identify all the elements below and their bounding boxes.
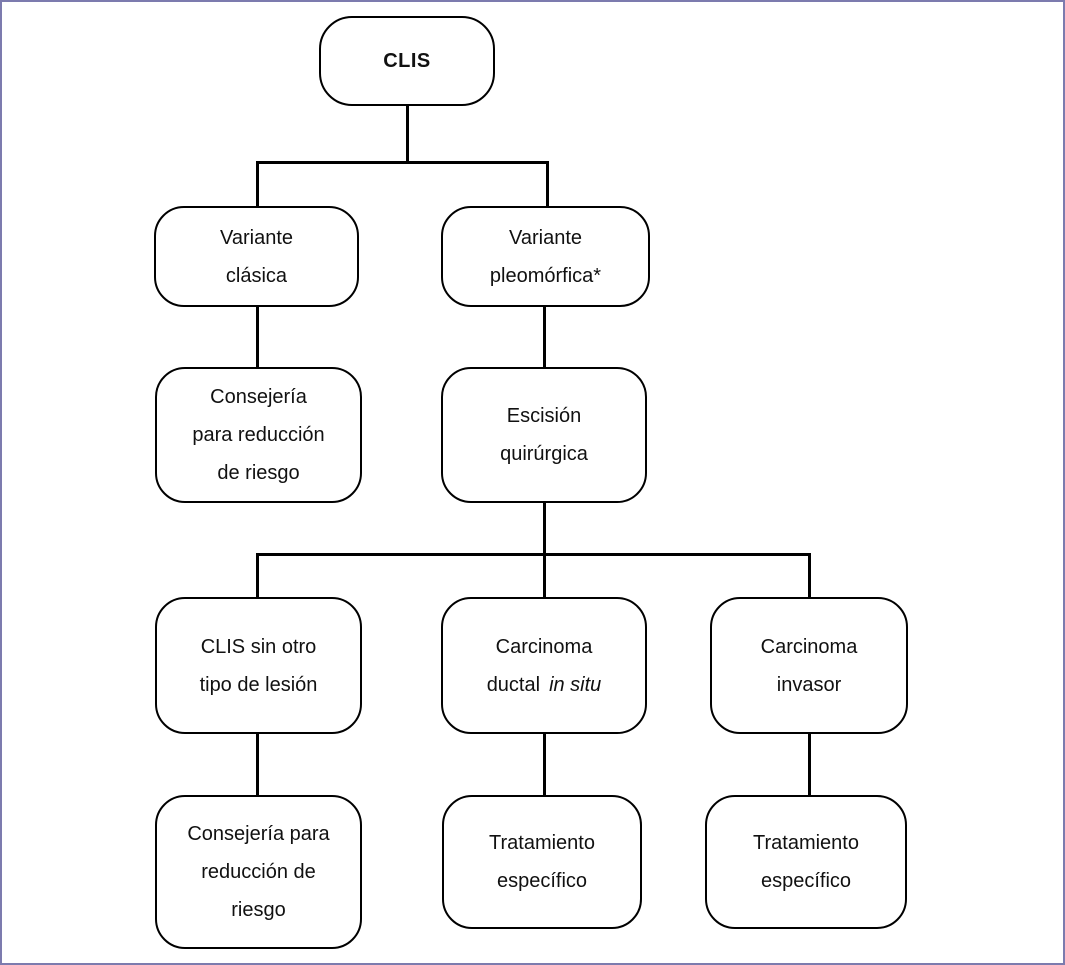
node-variante-clasica: Variante clásica	[154, 206, 359, 307]
node-label-line: Tratamiento	[753, 832, 859, 854]
node-label-line: Consejería para	[187, 823, 330, 845]
node-label-line: CLIS sin otro	[200, 635, 317, 658]
node-label-line: de riesgo	[217, 462, 300, 484]
node-label-line: quirúrgica	[500, 443, 588, 465]
connector-mid-center-down	[543, 554, 546, 598]
node-tratamiento-especifico-cdis: Tratamiento específico	[442, 795, 642, 929]
connector-escision-down	[543, 502, 546, 556]
node-label-line: específico	[496, 870, 588, 892]
node-escision-quirurgica: Escisión quirúrgica	[441, 367, 647, 503]
node-label-line: ductal in situ	[487, 666, 602, 704]
connector-ductal-tratamiento	[543, 733, 546, 796]
connector-clasica-consejeria	[255, 306, 259, 368]
connector-mid-left-down	[255, 554, 259, 598]
node-label-line: específico	[760, 870, 852, 892]
node-label-line: riesgo	[231, 899, 286, 921]
node-tratamiento-especifico-invasor: Tratamiento específico	[705, 795, 907, 929]
node-label-line: Carcinoma	[495, 635, 593, 658]
connector-clissinotro-consejeria	[255, 733, 259, 796]
node-variante-pleomorfica: Variante pleomórfica*	[441, 206, 650, 307]
node-label-plain: ductal	[486, 673, 541, 696]
connector-mid-horizontal	[255, 553, 811, 556]
node-label-line: pleomórfica*	[489, 264, 602, 287]
connector-top-right-down	[545, 162, 549, 208]
connector-top-horizontal	[255, 161, 549, 164]
node-label-line: Tratamiento	[489, 832, 595, 854]
node-label-line: Escisión	[506, 405, 582, 427]
node-clis-sin-otro-tipo-lesion: CLIS sin otro tipo de lesión	[155, 597, 362, 734]
node-label-line: Variante	[219, 226, 293, 249]
node-label: CLIS	[383, 50, 431, 72]
connector-top-left-down	[255, 162, 259, 208]
node-carcinoma-ductal-in-situ: Carcinoma ductal in situ	[441, 597, 647, 734]
node-label-line: Variante	[508, 226, 582, 249]
node-label-italic: in situ	[549, 673, 602, 696]
node-label-line: clásica	[225, 264, 288, 287]
node-carcinoma-invasor: Carcinoma invasor	[710, 597, 908, 734]
connector-pleomorfica-escision	[543, 306, 546, 368]
node-label-line: Consejería	[210, 386, 307, 408]
connector-clis-down	[405, 105, 409, 164]
node-clis: CLIS	[319, 16, 495, 106]
connector-mid-right-down	[807, 554, 811, 598]
node-label-line: invasor	[776, 673, 842, 696]
node-label-line: reducción de	[201, 861, 316, 883]
node-consejeria-reduccion-riesgo-top: Consejería para reducción de riesgo	[155, 367, 362, 503]
node-consejeria-reduccion-riesgo-bottom: Consejería para reducción de riesgo	[155, 795, 362, 949]
node-label-line: Carcinoma	[760, 635, 858, 658]
node-label-line: tipo de lesión	[199, 673, 318, 696]
node-label-line: para reducción	[192, 424, 325, 446]
connector-invasor-tratamiento	[807, 733, 811, 796]
